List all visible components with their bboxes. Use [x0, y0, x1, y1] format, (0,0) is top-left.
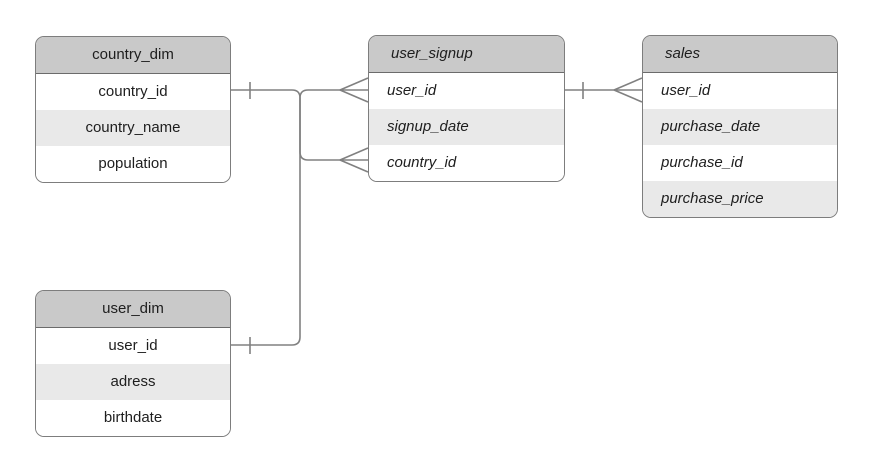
entity-title-country-dim: country_dim [36, 37, 230, 74]
entity-title-sales: sales [643, 36, 837, 73]
entity-user-signup[interactable]: user_signup user_id signup_date country_… [368, 35, 565, 182]
connector-userdim-to-signup [231, 89, 340, 346]
field-user-dim-birthdate: birthdate [36, 400, 230, 436]
field-country-dim-country-id: country_id [36, 74, 230, 110]
entity-title-user-signup: user_signup [369, 36, 564, 73]
connector-country-to-signup [231, 89, 340, 161]
entity-sales[interactable]: sales user_id purchase_date purchase_id … [642, 35, 838, 218]
field-user-signup-signup-date: signup_date [369, 109, 564, 145]
crowsfoot-signup-country-id [339, 147, 369, 173]
field-user-signup-country-id: country_id [369, 145, 564, 181]
entity-country-dim[interactable]: country_dim country_id country_name popu… [35, 36, 231, 183]
field-user-dim-adress: adress [36, 364, 230, 400]
entity-user-dim[interactable]: user_dim user_id adress birthdate [35, 290, 231, 437]
field-sales-purchase-id: purchase_id [643, 145, 837, 181]
field-user-signup-user-id: user_id [369, 73, 564, 109]
field-user-dim-user-id: user_id [36, 328, 230, 364]
field-country-dim-population: population [36, 146, 230, 182]
field-sales-user-id: user_id [643, 73, 837, 109]
field-sales-purchase-date: purchase_date [643, 109, 837, 145]
entity-title-user-dim: user_dim [36, 291, 230, 328]
crowsfoot-sales-user-id [613, 77, 643, 103]
field-sales-purchase-price: purchase_price [643, 181, 837, 217]
field-country-dim-country-name: country_name [36, 110, 230, 146]
crowsfoot-signup-user-id [339, 77, 369, 103]
